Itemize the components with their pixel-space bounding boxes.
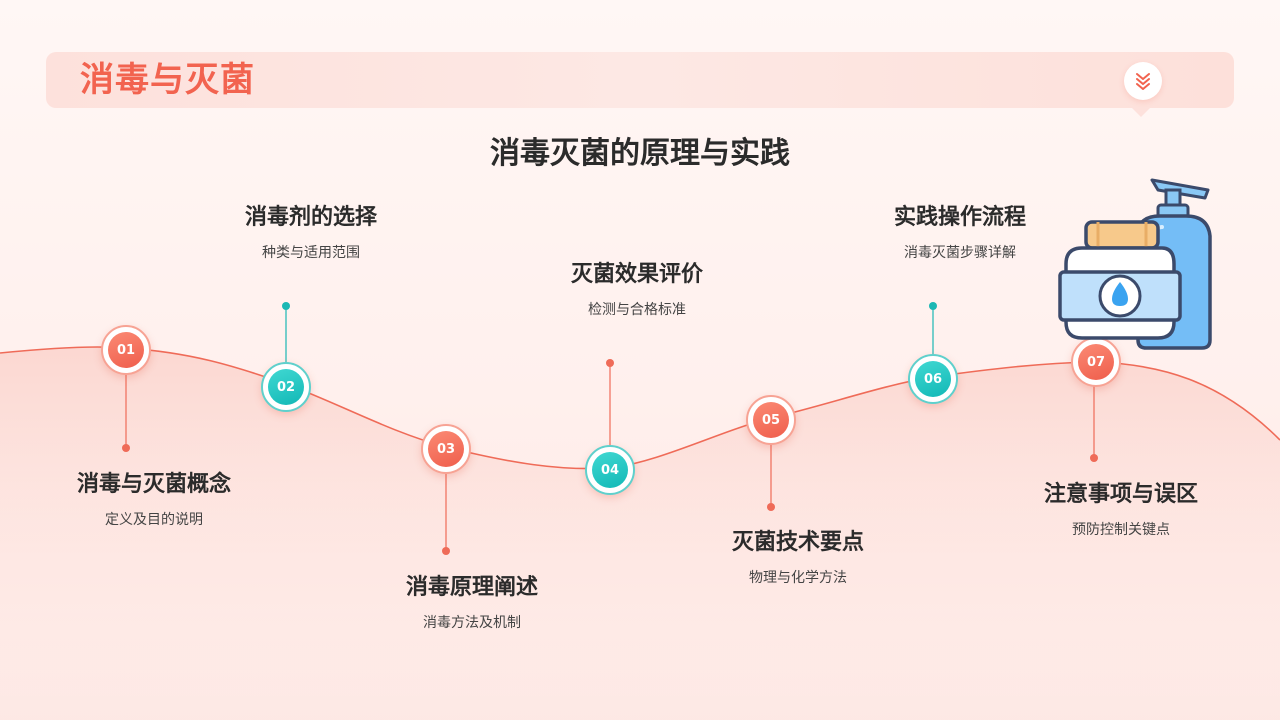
step-node-05: 05 xyxy=(746,395,796,445)
step-label-05: 灭菌技术要点 物理与化学方法 xyxy=(678,528,918,588)
step-node-02: 02 xyxy=(261,362,311,412)
step-title: 灭菌技术要点 xyxy=(731,530,864,555)
wave-fill xyxy=(0,346,1280,720)
step-node-07: 07 xyxy=(1071,337,1121,387)
connector-03 xyxy=(442,470,450,555)
header-notch xyxy=(1132,108,1150,117)
step-title: 注意事项与误区 xyxy=(1043,482,1198,507)
step-node-04: 04 xyxy=(585,445,635,495)
step-title: 实践操作流程 xyxy=(893,205,1026,230)
step-title: 灭菌效果评价 xyxy=(570,262,703,287)
connector-02 xyxy=(282,302,290,362)
step-subtitle: 物理与化学方法 xyxy=(749,570,847,586)
step-subtitle: 预防控制关键点 xyxy=(1072,522,1170,538)
expand-button[interactable] xyxy=(1124,62,1162,100)
step-subtitle: 定义及目的说明 xyxy=(105,512,203,528)
connector-05 xyxy=(767,441,775,511)
header-bar: 消毒与灭菌 xyxy=(46,52,1234,117)
step-title: 消毒与灭菌概念 xyxy=(76,472,231,497)
step-label-03: 消毒原理阐述 消毒方法及机制 xyxy=(352,573,592,633)
step-label-01: 消毒与灭菌概念 定义及目的说明 xyxy=(34,470,274,530)
connector-06 xyxy=(929,302,937,354)
header-title: 消毒与灭菌 xyxy=(80,60,255,100)
step-node-03: 03 xyxy=(421,424,471,474)
chevrons-down-icon xyxy=(1136,73,1150,90)
connector-01 xyxy=(122,372,130,452)
step-subtitle: 消毒灭菌步骤详解 xyxy=(904,245,1016,261)
step-subtitle: 种类与适用范围 xyxy=(262,245,360,261)
step-node-06: 06 xyxy=(908,354,958,404)
connector-04 xyxy=(606,359,614,445)
step-label-04: 灭菌效果评价 检测与合格标准 xyxy=(517,260,757,320)
step-label-07: 注意事项与误区 预防控制关键点 xyxy=(1001,480,1241,540)
step-subtitle: 消毒方法及机制 xyxy=(423,615,521,631)
step-subtitle: 检测与合格标准 xyxy=(588,302,686,318)
step-label-06: 实践操作流程 消毒灭菌步骤详解 xyxy=(840,203,1080,263)
main-title: 消毒灭菌的原理与实践 xyxy=(490,136,790,171)
step-title: 消毒原理阐述 xyxy=(405,575,538,600)
step-label-02: 消毒剂的选择 种类与适用范围 xyxy=(191,203,431,263)
step-title: 消毒剂的选择 xyxy=(244,205,377,230)
connector-07 xyxy=(1090,385,1098,462)
step-node-01: 01 xyxy=(101,325,151,375)
disinfectant-bottles-icon xyxy=(1058,178,1212,350)
